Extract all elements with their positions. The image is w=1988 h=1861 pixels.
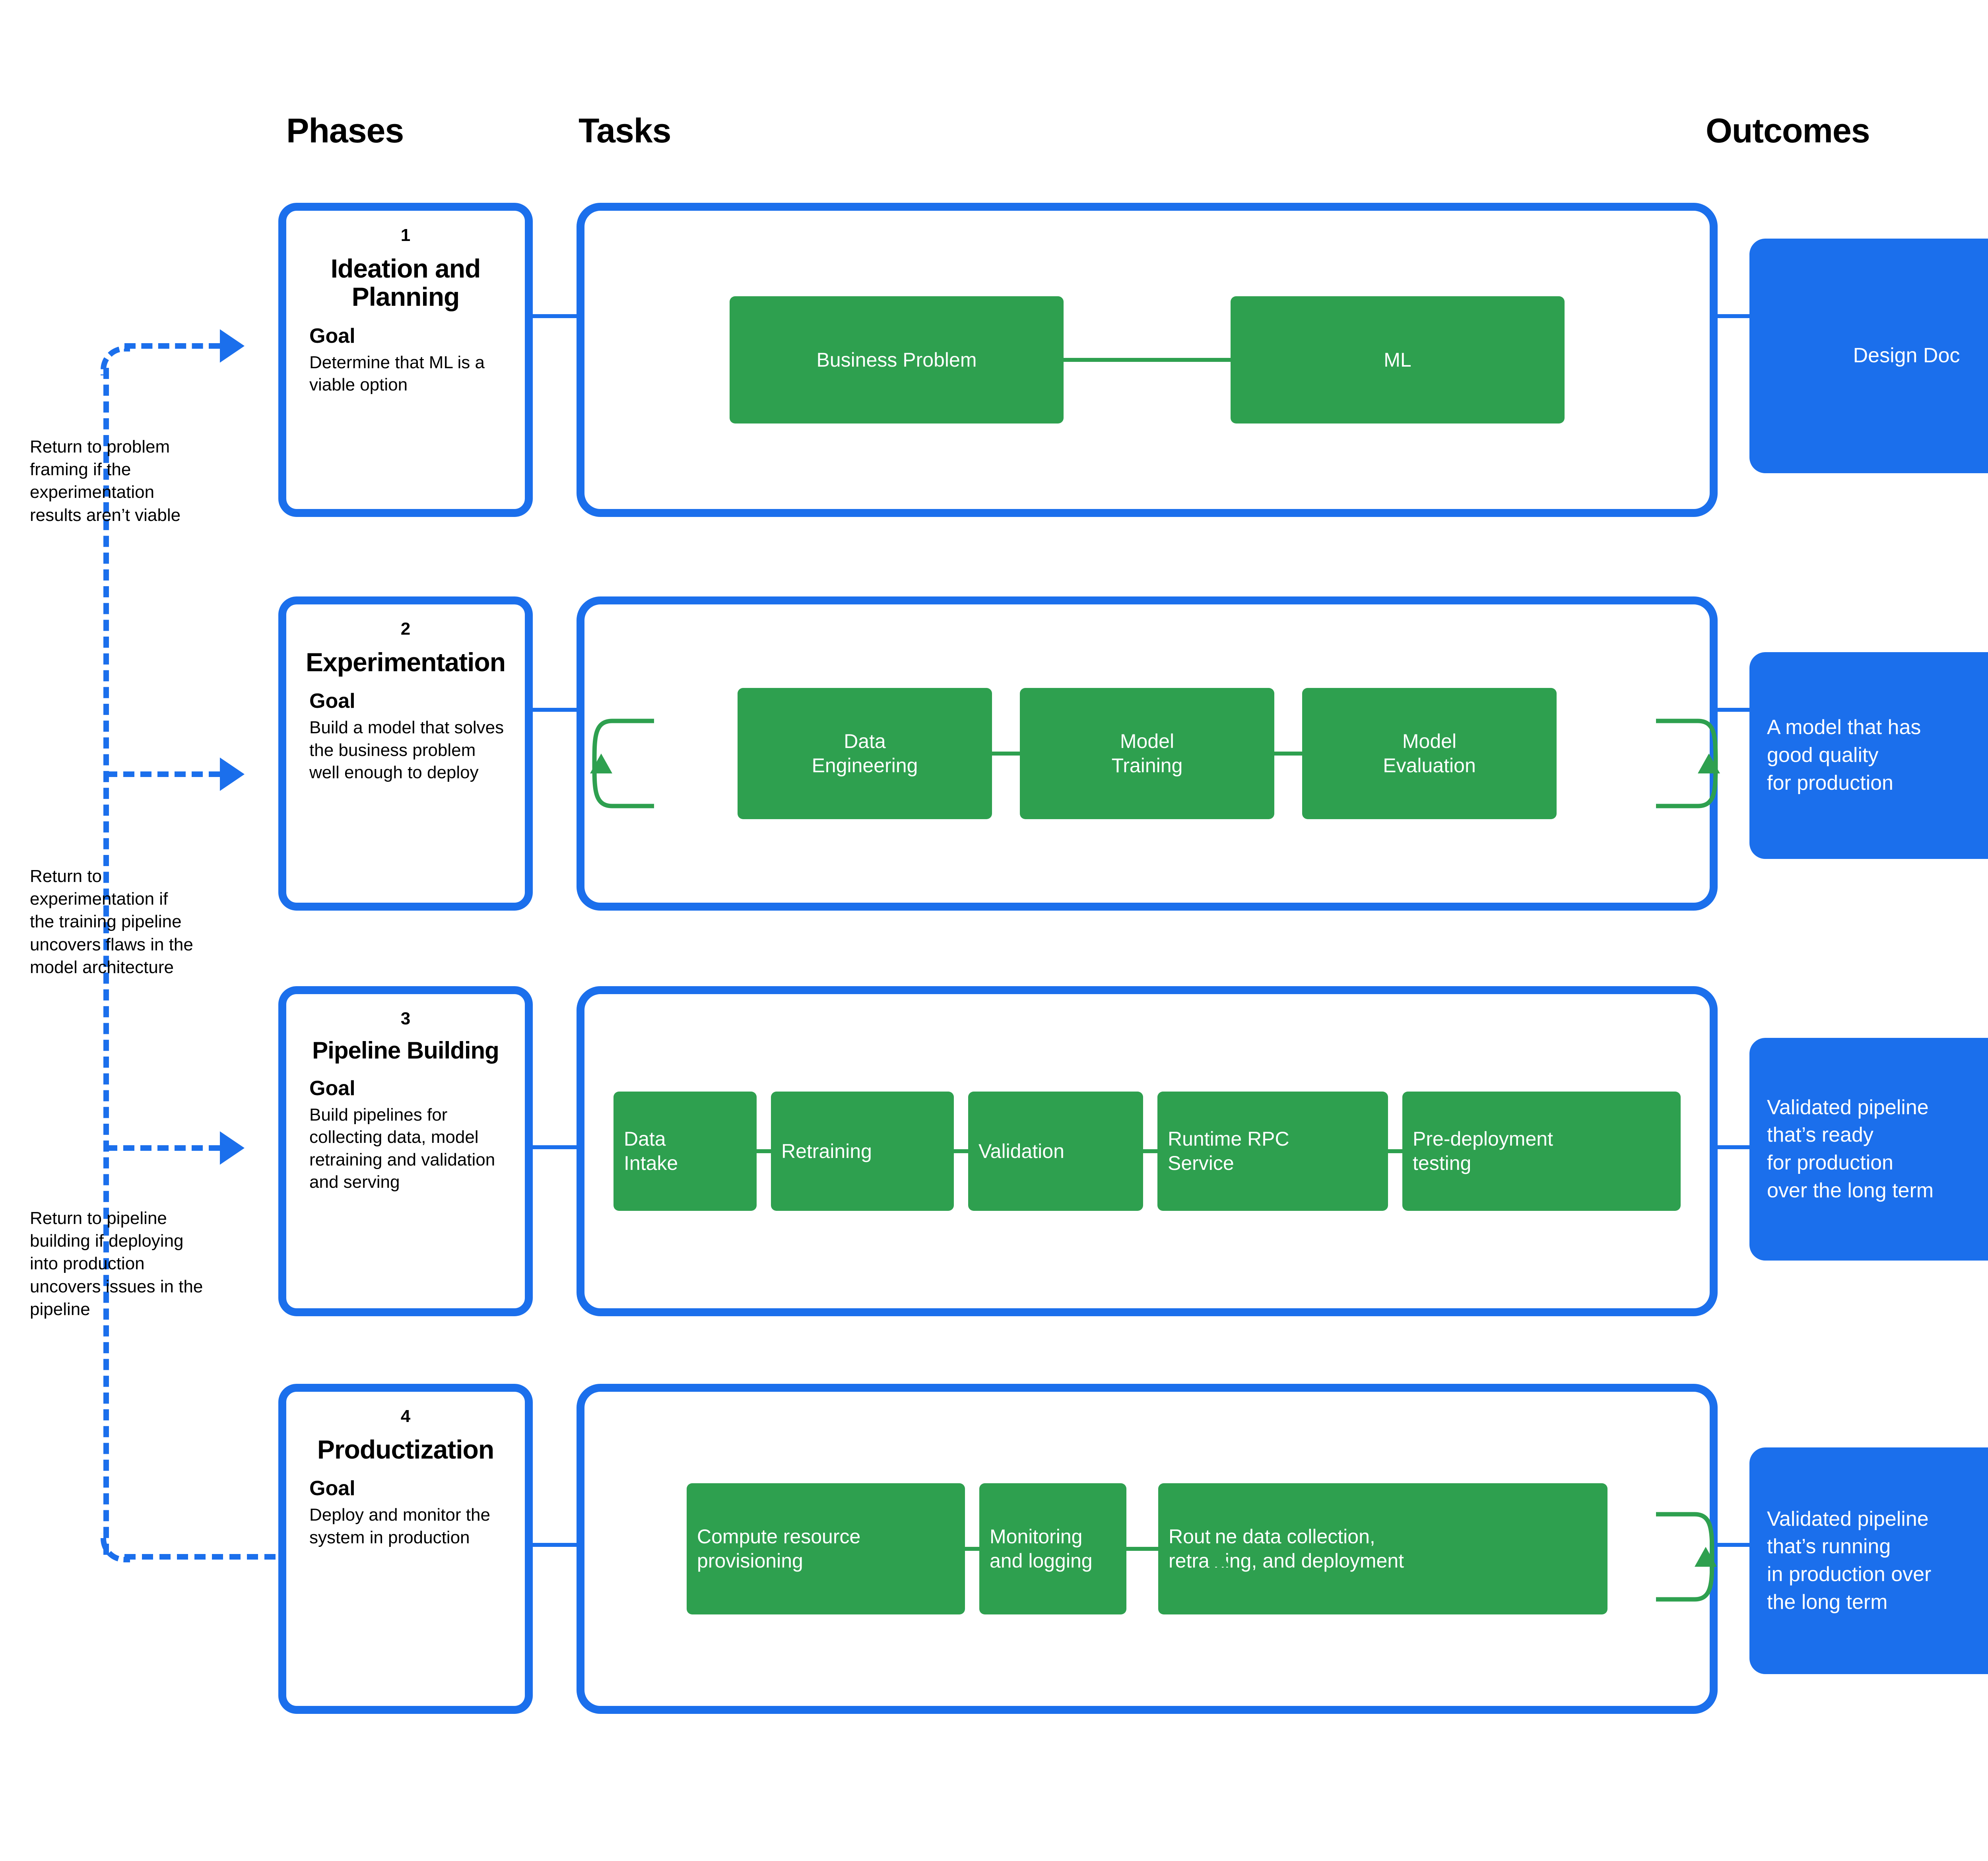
loop-arrow-left-icon (1208, 1512, 1268, 1602)
connector-tasks-to-outcome-2 (1718, 708, 1753, 712)
goal-label-2: Goal (309, 690, 355, 713)
task-chip-runtime-rpc-service[interactable]: Runtime RPC Service (1157, 1092, 1388, 1211)
task-chip-pre-deployment-testing[interactable]: Pre-deployment testing (1402, 1092, 1681, 1211)
goal-label-3: Goal (309, 1076, 355, 1100)
return-note-3: Return to pipeline building if deploying… (30, 1208, 203, 1319)
task-connector (1274, 752, 1302, 756)
phase-number-1: 1 (400, 225, 411, 245)
task-connector (757, 1149, 771, 1153)
column-header-phases: Phases (286, 112, 404, 150)
task-connector (1064, 358, 1231, 362)
task-chip-ml[interactable]: ML (1231, 296, 1565, 423)
column-header-tasks: Tasks (579, 112, 671, 150)
outcome-box-4[interactable]: Validated pipeline that’s running in pro… (1749, 1447, 1988, 1674)
task-chip-data-engineering[interactable]: Data Engineering (738, 688, 992, 819)
connector-tasks-to-outcome-1 (1718, 314, 1753, 318)
task-connector (954, 1149, 968, 1153)
phase-title-2: Experimentation (305, 647, 506, 677)
connector-phase-to-tasks-2 (533, 708, 577, 712)
phase-card-1[interactable]: 1 Ideation and Planning Goal Determine t… (278, 203, 533, 517)
task-chip-model-training[interactable]: Model Training (1020, 688, 1274, 819)
task-chip-compute-resource-provisioning[interactable]: Compute resource provisioning (687, 1483, 965, 1614)
phase-row-4: 4 Productization Goal Deploy and monitor… (0, 1380, 1988, 1722)
task-chip-monitoring-and-logging[interactable]: Monitoring and logging (979, 1483, 1126, 1614)
return-arrow-to-phase-1-icon (220, 329, 245, 363)
tasks-panel-1: Business Problem ML (577, 203, 1718, 517)
goal-label-1: Goal (309, 324, 355, 348)
goal-text-4: Deploy and monitor the system in product… (309, 1505, 490, 1547)
tasks-panel-3: Data Intake Retraining Validation Runtim… (577, 986, 1718, 1316)
return-note-2: Return to experimentation if the trainin… (30, 866, 193, 977)
phase-card-2[interactable]: 2 Experimentation Goal Build a model tha… (278, 596, 533, 911)
phase-card-4[interactable]: 4 Productization Goal Deploy and monitor… (278, 1384, 533, 1714)
task-connector (1143, 1149, 1157, 1153)
return-path-trunk (103, 368, 109, 1555)
phase-row-3: 3 Pipeline Building Goal Build pipelines… (0, 982, 1988, 1316)
goal-label-4: Goal (309, 1477, 355, 1500)
return-path-branch-3 (106, 1145, 220, 1151)
phase-title-3: Pipeline Building (312, 1037, 499, 1064)
connector-phase-to-tasks-3 (533, 1145, 577, 1149)
goal-text-3: Build pipelines for collecting data, mod… (309, 1105, 495, 1192)
connector-phase-to-tasks-4 (533, 1543, 577, 1547)
task-connector (1126, 1547, 1158, 1551)
return-path-top-segment (124, 343, 220, 349)
task-connector (1388, 1149, 1402, 1153)
task-chip-business-problem[interactable]: Business Problem (730, 296, 1064, 423)
task-chip-retraining[interactable]: Retraining (771, 1092, 954, 1211)
column-header-outcomes: Outcomes (1706, 112, 1870, 150)
loop-arrow-right-icon (1656, 1512, 1717, 1602)
phase-number-3: 3 (400, 1009, 411, 1028)
phase-title-4: Productization (317, 1435, 494, 1464)
loop-arrow-right-icon (1656, 719, 1720, 808)
connector-tasks-to-outcome-3 (1718, 1145, 1753, 1149)
outcome-box-1[interactable]: Design Doc (1749, 239, 1988, 473)
phase-card-3[interactable]: 3 Pipeline Building Goal Build pipelines… (278, 986, 533, 1316)
outcome-box-2[interactable]: A model that has good quality for produc… (1749, 652, 1988, 859)
return-path-bottom-segment (124, 1554, 276, 1560)
phase-number-4: 4 (400, 1406, 411, 1426)
return-note-1: Return to problem framing if the experim… (30, 437, 181, 525)
goal-text-2: Build a model that solves the business p… (309, 718, 504, 783)
connector-phase-to-tasks-1 (533, 314, 577, 318)
return-arrow-to-phase-2-icon (220, 758, 245, 791)
goal-text-1: Determine that ML is a viable option (309, 352, 485, 395)
connector-tasks-to-outcome-4 (1718, 1543, 1753, 1547)
outcome-box-3[interactable]: Validated pipeline that’s ready for prod… (1749, 1038, 1988, 1261)
task-chip-routine-data-collection[interactable]: Routine data collection, retraining, and… (1158, 1483, 1607, 1614)
loop-arrow-left-icon (590, 719, 654, 808)
task-chip-model-evaluation[interactable]: Model Evaluation (1302, 688, 1557, 819)
task-connector (965, 1547, 979, 1551)
tasks-panel-4: Compute resource provisioning Monitoring… (577, 1384, 1718, 1714)
task-chip-validation[interactable]: Validation (968, 1092, 1143, 1211)
return-path-branch-2 (106, 771, 220, 777)
task-connector (992, 752, 1020, 756)
tasks-panel-2: Data Engineering Model Training Model Ev… (577, 596, 1720, 911)
phase-row-2: 2 Experimentation Goal Build a model tha… (0, 592, 1988, 911)
phase-number-2: 2 (400, 619, 411, 639)
phase-row-1: 1 Ideation and Planning Goal Determine t… (0, 199, 1988, 517)
phase-title-1: Ideation and Planning (330, 254, 481, 312)
task-chip-data-intake[interactable]: Data Intake (613, 1092, 757, 1211)
return-arrow-to-phase-3-icon (220, 1131, 245, 1165)
